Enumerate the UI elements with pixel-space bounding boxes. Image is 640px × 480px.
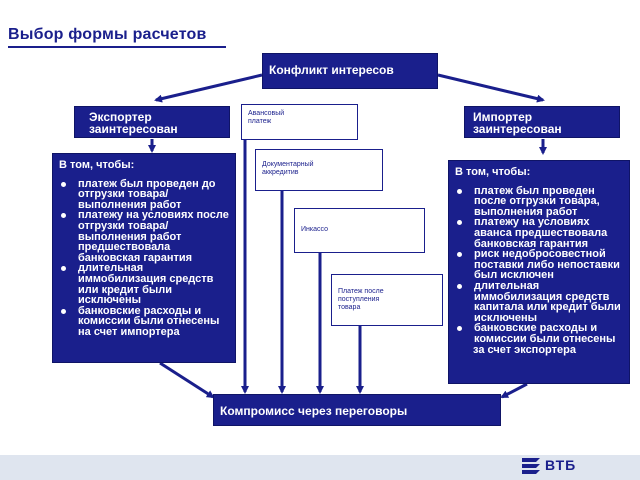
conflict-of-interest-box: Конфликт интересов	[262, 53, 438, 89]
bullet-icon	[457, 252, 462, 258]
list-item: платеж был проведен до отгрузки товара/ …	[59, 178, 231, 211]
arrow-conflict-to-exporter	[154, 73, 263, 103]
collection-box: Инкассо	[294, 208, 425, 253]
list-item: платеж был проведен после отгрузки товар…	[455, 185, 625, 218]
arrow-conflict-to-importer	[437, 73, 545, 103]
bullet-icon	[61, 213, 66, 219]
bullet-icon	[457, 220, 462, 226]
vtb-logo-text: ВТБ	[545, 457, 577, 473]
list-item: длительная иммобилизация средств капитал…	[455, 280, 625, 323]
importer-detail-lead: В том, чтобы:	[455, 166, 531, 178]
importer-detail-list: платеж был проведен после отгрузки товар…	[455, 185, 625, 345]
payment-after-delivery-box: Платеж после поступления товара	[331, 274, 443, 326]
exporter-detail-tail: на счет импортера	[78, 325, 180, 338]
page-title: Выбор формы расчетов	[8, 26, 207, 43]
importer-detail-box: В том, чтобы: платеж был проведен после …	[448, 160, 630, 384]
importer-interested-box: Импортер заинтересован	[464, 106, 620, 138]
title-underline	[8, 46, 226, 48]
exporter-detail-box: В том, чтобы: платеж был проведен до отг…	[52, 153, 236, 363]
list-item: платежу на условиях аванса предшествовал…	[455, 217, 625, 249]
list-item: риск недобросовестной поставки либо непо…	[455, 249, 625, 281]
list-item: банковские расходы и комиссии были отнес…	[59, 305, 231, 327]
exporter-detail-lead: В том, чтобы:	[59, 159, 135, 171]
documentary-letter-of-credit-box: Документарный аккредитив	[255, 149, 383, 191]
arrow-exporter-to-compromise	[159, 361, 215, 399]
bullet-icon	[457, 188, 462, 194]
vtb-logo-icon	[522, 458, 540, 474]
advance-payment-box: Авансовый платеж	[241, 104, 358, 140]
exporter-detail-list: платеж был проведен до отгрузки товара/ …	[59, 178, 231, 327]
vtb-logo: ВТБ	[520, 453, 590, 475]
list-item: платежу на условиях после отгрузки товар…	[59, 210, 231, 263]
list-item: длительная иммобилизация средств или кре…	[59, 263, 231, 306]
exporter-interested-box: Экспортер заинтересован	[74, 106, 230, 138]
arrow-lines	[148, 73, 547, 399]
bullet-icon	[61, 308, 66, 314]
bullet-icon	[457, 326, 462, 332]
bullet-icon	[61, 266, 66, 272]
list-item: банковские расходы и комиссии были отнес…	[455, 323, 625, 344]
bullet-icon	[61, 181, 66, 187]
arrow-importer-to-compromise	[500, 382, 528, 399]
importer-detail-tail: за счет экспортера	[473, 343, 576, 356]
compromise-through-negotiations-box: Компромисс через переговоры	[213, 394, 501, 426]
bullet-icon	[457, 283, 462, 289]
